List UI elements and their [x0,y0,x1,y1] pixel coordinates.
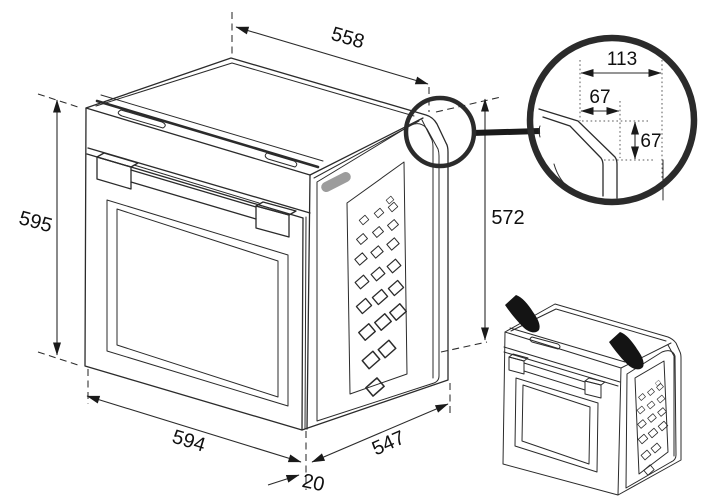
dim-label-20: 20 [300,470,326,496]
dim-label-547: 547 [369,427,408,461]
door-handle [96,152,297,238]
dim-label-595: 595 [17,207,55,237]
grip-hand-right-icon [609,332,644,370]
dimension-door-offset: 20 [267,470,326,496]
detail-dimension-67-vertical: 67 [631,121,662,160]
detail-dimension-67-horizontal: 67 [580,87,620,115]
detail-circle [526,34,698,206]
door-window-inner [116,208,279,398]
dimension-width: 594 [86,369,307,490]
dim-label-594: 594 [170,426,208,457]
vent-panel [346,161,408,395]
dim-label-67h: 67 [589,87,610,108]
mini-vent-panel [634,360,669,475]
grip-hand-left-icon [505,295,540,333]
dim-label-558: 558 [329,23,367,53]
vent-diamond-pattern [354,195,407,397]
mini-door-handle [508,353,606,399]
detail-dimension-113: 113 [580,49,662,77]
top-slot-left [117,109,166,129]
dim-label-572: 572 [491,207,524,229]
dimension-height: 595 [17,93,82,367]
top-slot-right [264,152,298,168]
dimension-top-width: 558 [231,12,430,112]
mini-vent-diamond-pattern [636,379,669,476]
main-oven-illustration [84,57,449,431]
corner-callout: 113 67 67 [403,34,698,206]
dimension-carcass-height: 572 [435,96,525,353]
side-grip-marker [321,172,351,192]
source-circle [403,95,477,169]
mini-oven-illustration [502,295,682,496]
top-gap-shadow [95,99,320,169]
dim-label-67v: 67 [640,131,661,152]
side-inner-frame [316,123,440,422]
door-window-outer [106,199,289,407]
dimension-depth: 547 [311,383,451,463]
corner-detail-art [538,60,664,201]
oven-outline [84,57,449,431]
dim-label-113: 113 [607,49,637,70]
mini-oven-outline [502,303,682,496]
